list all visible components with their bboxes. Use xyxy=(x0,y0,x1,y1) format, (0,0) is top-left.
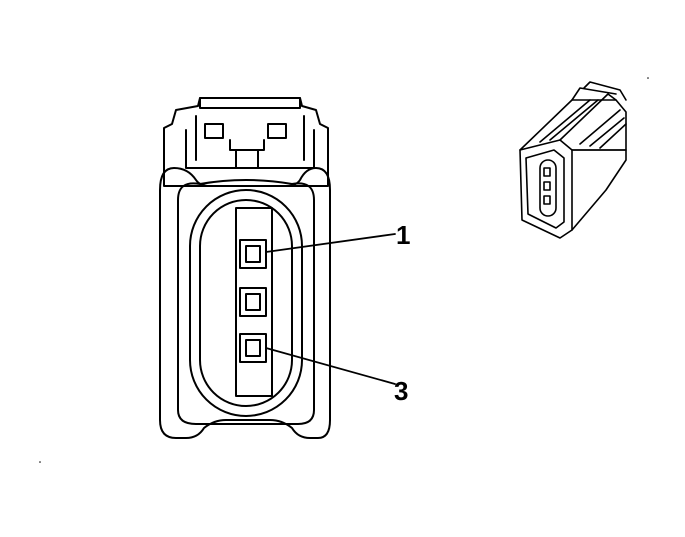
latch-detail xyxy=(185,129,315,169)
pin-terminal-3 xyxy=(239,333,267,363)
seal-ring-outer xyxy=(177,179,315,425)
callout-label-1: 1 xyxy=(396,220,410,250)
terminal-carrier xyxy=(235,207,273,397)
terminal-cavity-inner xyxy=(199,199,293,407)
stray-mark-left xyxy=(39,461,41,463)
callout-label-3: 3 xyxy=(394,376,408,406)
connector-isometric-view xyxy=(519,81,627,239)
terminal-cavity-oval xyxy=(189,189,303,417)
latch-center-notch xyxy=(229,139,265,169)
pin-terminal-2 xyxy=(239,287,267,317)
latch-housing xyxy=(163,97,329,187)
latch-window-right xyxy=(267,123,287,139)
pin-terminal-1 xyxy=(239,239,267,269)
leader-line-pin-1 xyxy=(265,233,396,253)
connector-body-outline xyxy=(159,167,331,439)
connector-face-view xyxy=(159,97,331,439)
leader-line-pin-3 xyxy=(265,347,396,385)
stray-mark-right xyxy=(647,77,649,79)
latch-window-left xyxy=(204,123,224,139)
latch-inner xyxy=(199,97,301,109)
latch-rib xyxy=(195,115,305,161)
